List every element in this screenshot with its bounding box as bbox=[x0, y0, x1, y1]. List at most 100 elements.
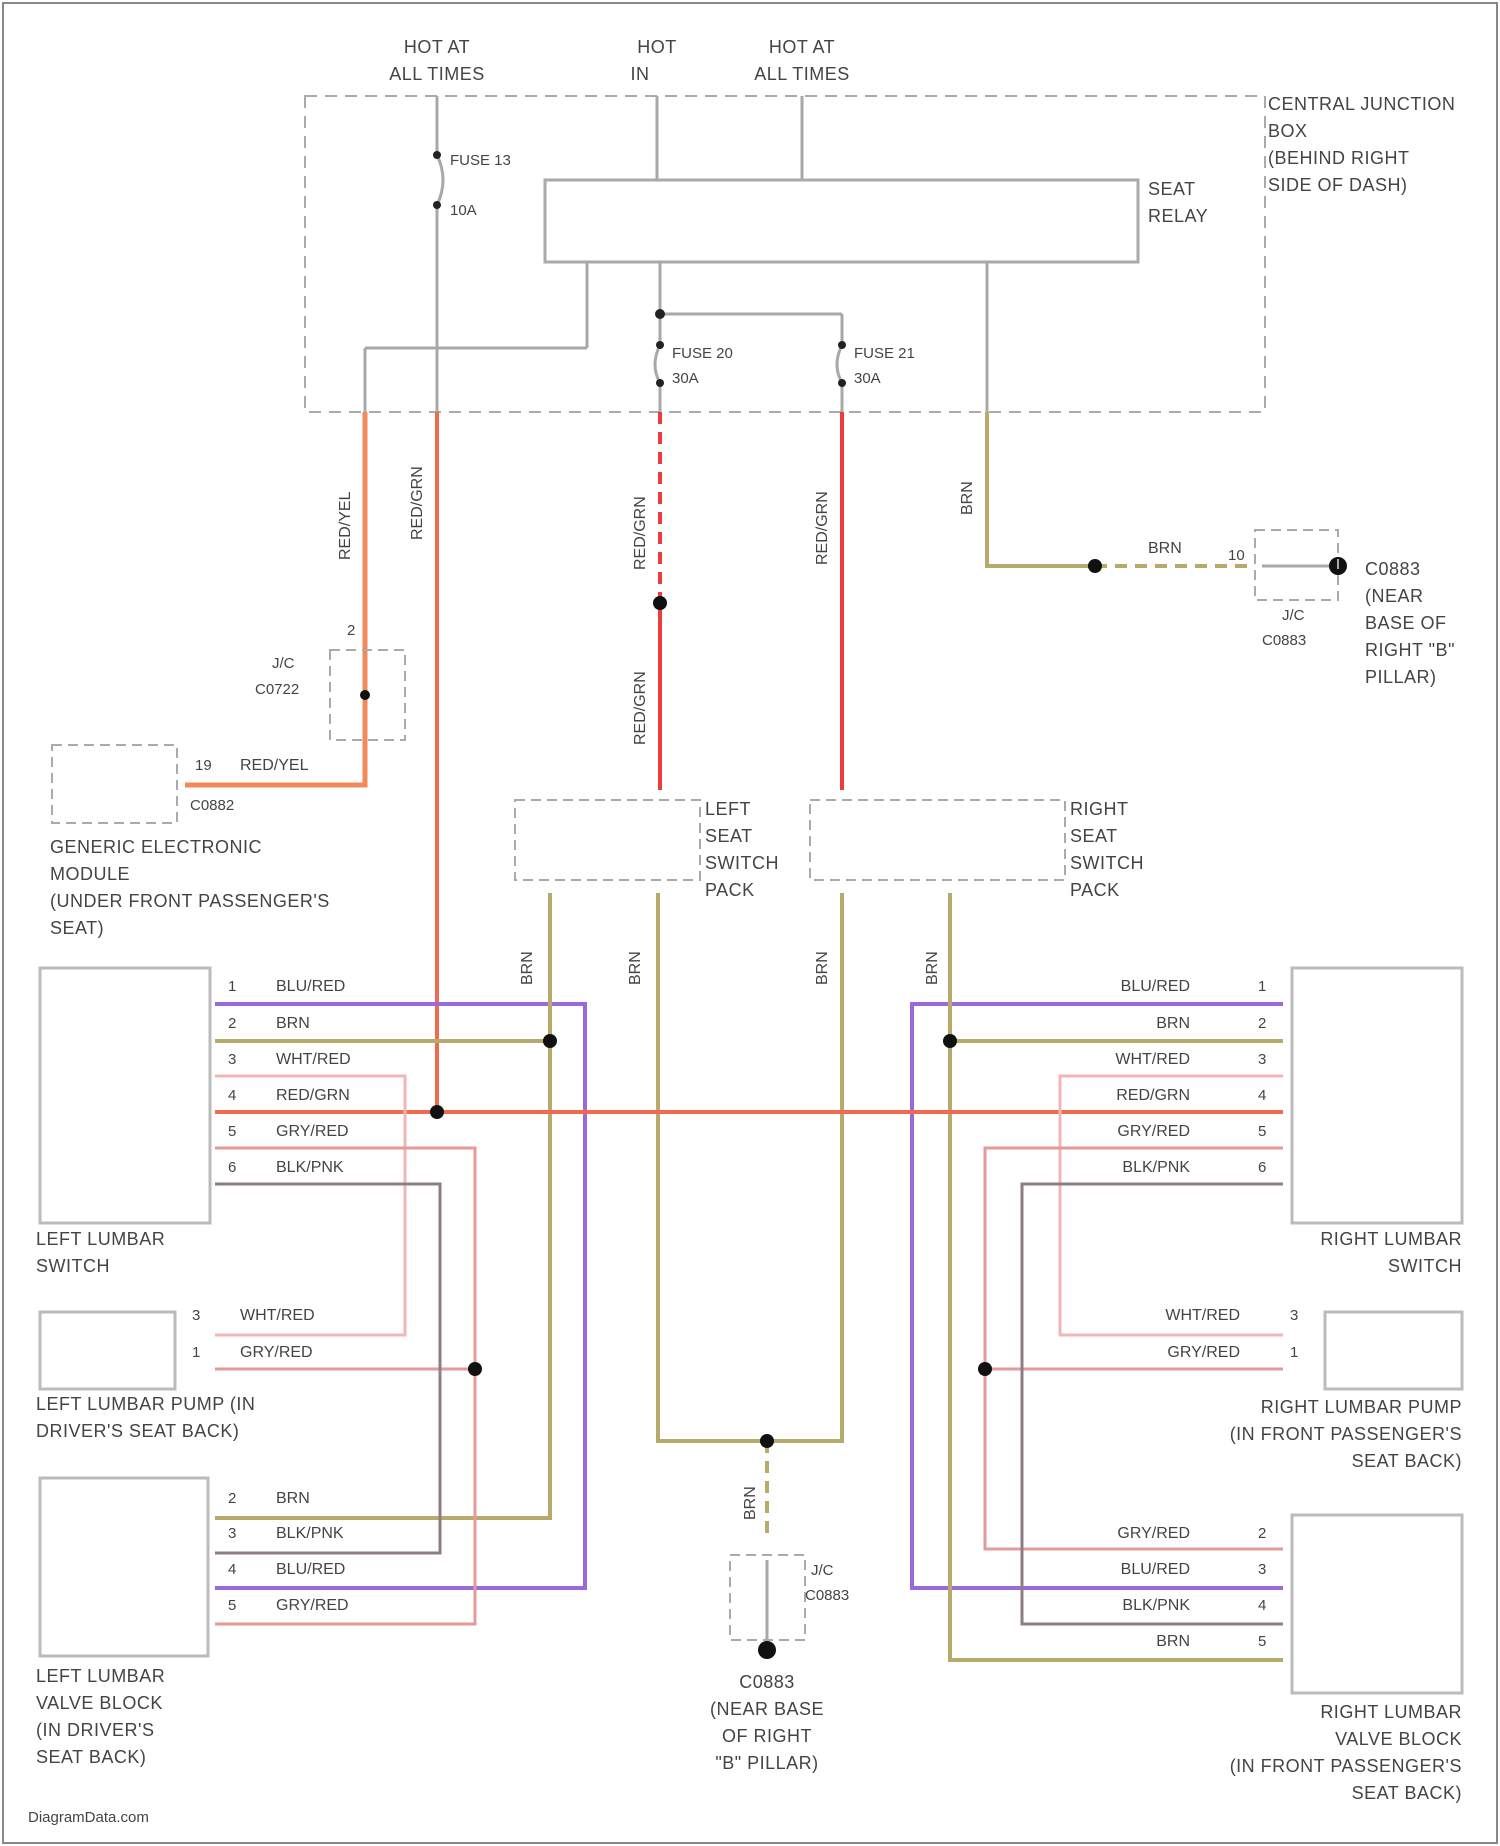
wire-label-red-grn-1: RED/GRN bbox=[409, 466, 426, 540]
left-pump-label-2: DRIVER'S SEAT BACK) bbox=[36, 1421, 239, 1441]
generic-electronic-module bbox=[52, 745, 177, 823]
lv-pin-3: 3 bbox=[228, 1525, 236, 1542]
lp-pin-3: 3 bbox=[192, 1307, 200, 1324]
splice-left-pack bbox=[653, 596, 667, 610]
left-pack-label-1: LEFT bbox=[705, 799, 751, 819]
jb-label-2: BOX bbox=[1268, 121, 1308, 141]
right-pack-label-1: RIGHT bbox=[1070, 799, 1129, 819]
c0883-top-label-3: BASE OF bbox=[1365, 613, 1447, 633]
left-valve-label-4: SEAT BACK) bbox=[36, 1747, 146, 1767]
left-valve-label-1: LEFT LUMBAR bbox=[36, 1666, 165, 1686]
c0883-bottom-label-3: OF RIGHT bbox=[722, 1726, 812, 1746]
fuse13-name: FUSE 13 bbox=[450, 152, 511, 169]
wire-label-brn-lp1: BRN bbox=[519, 951, 536, 985]
lv-wire-4: GRY/RED bbox=[276, 1597, 349, 1614]
c0883-bottom-label-1: C0883 bbox=[739, 1672, 795, 1692]
c0883-top-label-1: C0883 bbox=[1365, 559, 1421, 579]
wire-label-brn-c0883: BRN bbox=[742, 1486, 759, 1520]
rp-wire-2: GRY/RED bbox=[1167, 1344, 1240, 1361]
c0883-bottom-label: C0883 (NEAR BASE OF RIGHT "B" PILLAR) bbox=[710, 1672, 824, 1773]
junction-box-label: CENTRAL JUNCTION BOX (BEHIND RIGHT SIDE … bbox=[1268, 94, 1455, 195]
right-pack-label-4: PACK bbox=[1070, 880, 1120, 900]
fuse20-name: FUSE 20 bbox=[672, 345, 733, 362]
fuse21-terminal-bottom bbox=[838, 379, 846, 387]
rv-pin-2: 2 bbox=[1258, 1525, 1266, 1542]
gem-label: GENERIC ELECTRONIC MODULE (UNDER FRONT P… bbox=[50, 837, 330, 938]
splice-red-grn bbox=[430, 1105, 444, 1119]
splice-brn-packs bbox=[760, 1434, 774, 1448]
jc-c0883-bottom-label-1: J/C bbox=[811, 1562, 834, 1579]
lv-pin-4: 4 bbox=[228, 1561, 236, 1578]
rv-pin-4: 4 bbox=[1258, 1597, 1266, 1614]
c0883-top-label: C0883 (NEAR BASE OF RIGHT "B" PILLAR) bbox=[1365, 559, 1455, 687]
rp-wire-1: WHT/RED bbox=[1165, 1307, 1240, 1324]
splice-left-brn bbox=[543, 1034, 557, 1048]
c0883-pin: 10 bbox=[1228, 547, 1245, 564]
wire-label-red-grn-4: RED/GRN bbox=[814, 491, 831, 565]
left-pack-label-3: SWITCH bbox=[705, 853, 779, 873]
c0883-bottom-label-2: (NEAR BASE bbox=[710, 1699, 824, 1719]
left-switch-label-1: LEFT LUMBAR bbox=[36, 1229, 165, 1249]
rs-pin-6: 6 bbox=[1258, 1159, 1266, 1176]
rv-pin-5: 5 bbox=[1258, 1633, 1266, 1650]
lv-pin-5: 5 bbox=[228, 1597, 236, 1614]
rv-wire-3: BLK/PNK bbox=[1122, 1597, 1190, 1614]
hot-right-line2: ALL TIMES bbox=[754, 64, 850, 84]
c0722-pin: 2 bbox=[347, 622, 355, 639]
wire-label-red-yel: RED/YEL bbox=[337, 491, 354, 560]
ls-wire-1: BLU/RED bbox=[276, 978, 345, 995]
fuse13-terminal-top bbox=[433, 151, 441, 159]
power-labels: HOT AT ALL TIMES HOT IN HOT AT ALL TIMES bbox=[389, 37, 850, 84]
right-lumbar-pump bbox=[1325, 1312, 1462, 1389]
lp-wire-2: GRY/RED bbox=[240, 1344, 313, 1361]
seat-relay bbox=[545, 180, 1138, 262]
gem-wire-label: RED/YEL bbox=[240, 757, 309, 774]
lv-wire-1: BRN bbox=[276, 1490, 310, 1507]
ls-pin-5: 5 bbox=[228, 1123, 236, 1140]
seat-relay-label-2: RELAY bbox=[1148, 206, 1208, 226]
left-valve-label-2: VALVE BLOCK bbox=[36, 1693, 163, 1713]
rp-pin-3: 3 bbox=[1290, 1307, 1298, 1324]
rv-pin-3: 3 bbox=[1258, 1561, 1266, 1578]
rs-pin-3: 3 bbox=[1258, 1051, 1266, 1068]
right-pump-label-1: RIGHT LUMBAR PUMP bbox=[1261, 1397, 1462, 1417]
relay-splice-dot bbox=[655, 309, 665, 319]
fuse13-rating: 10A bbox=[450, 202, 477, 219]
rs-pin-5: 5 bbox=[1258, 1123, 1266, 1140]
right-valve-label-1: RIGHT LUMBAR bbox=[1320, 1702, 1462, 1722]
rs-pin-1: 1 bbox=[1258, 978, 1266, 995]
rv-wire-2: BLU/RED bbox=[1121, 1561, 1190, 1578]
wire-label-red-grn-2: RED/GRN bbox=[632, 496, 649, 570]
rs-pin-4: 4 bbox=[1258, 1087, 1266, 1104]
harness-wires bbox=[185, 412, 1338, 1112]
left-pack-label: LEFT SEAT SWITCH PACK bbox=[705, 799, 779, 900]
left-lumbar-pump bbox=[40, 1312, 175, 1389]
rs-wire-2: BRN bbox=[1156, 1015, 1190, 1032]
gem-label-1: GENERIC ELECTRONIC bbox=[50, 837, 262, 857]
left-lumbar-valve-block bbox=[40, 1478, 208, 1656]
right-pack-label-3: SWITCH bbox=[1070, 853, 1144, 873]
splice-left-gry-red bbox=[468, 1362, 482, 1376]
jc-c0883-bottom-label-2: C0883 bbox=[805, 1587, 849, 1604]
hot-mid-line1: HOT bbox=[637, 37, 677, 57]
rv-wire-1: GRY/RED bbox=[1117, 1525, 1190, 1542]
fuse21-terminal-top bbox=[838, 341, 846, 349]
gem-connector: C0882 bbox=[190, 797, 234, 814]
lp-pin-1: 1 bbox=[192, 1344, 200, 1361]
right-valve-label-4: SEAT BACK) bbox=[1352, 1783, 1462, 1803]
ground-c0883-bottom bbox=[758, 1641, 776, 1659]
left-pack-label-4: PACK bbox=[705, 880, 755, 900]
ls-wire-5: GRY/RED bbox=[276, 1123, 349, 1140]
splice-right-gry-red bbox=[978, 1362, 992, 1376]
lumbar-wires bbox=[215, 893, 1283, 1660]
ls-wire-6: BLK/PNK bbox=[276, 1159, 344, 1176]
rv-wire-4: BRN bbox=[1156, 1633, 1190, 1650]
wire-label-brn-rp1: BRN bbox=[814, 951, 831, 985]
rs-wire-6: BLK/PNK bbox=[1122, 1159, 1190, 1176]
hot-left-line1: HOT AT bbox=[404, 37, 470, 57]
fuse20-terminal-top bbox=[656, 341, 664, 349]
right-switch-label-2: SWITCH bbox=[1388, 1256, 1462, 1276]
left-lumbar-switch bbox=[40, 968, 210, 1223]
gem-pin: 19 bbox=[195, 757, 212, 774]
